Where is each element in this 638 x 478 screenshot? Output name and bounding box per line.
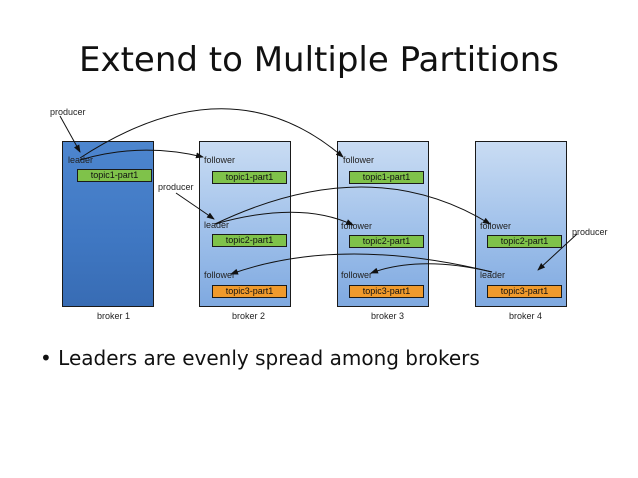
broker-4-label: broker 4 — [509, 311, 543, 321]
broker3-topic2-part: topic2-part1 — [349, 235, 424, 248]
broker-3-label: broker 3 — [371, 311, 405, 321]
broker2-follower-label-2: follower — [204, 270, 236, 280]
broker2-topic3-part: topic3-part1 — [212, 285, 287, 298]
producer3-arrow — [537, 233, 578, 271]
broker1-topic1-part: topic1-part1 — [77, 169, 152, 182]
t1-to-broker2-arrow — [79, 149, 204, 161]
bullet-text: Leaders are evenly spread among brokers — [58, 346, 480, 370]
slide-title: Extend to Multiple Partitions — [78, 40, 559, 80]
t2-to-broker3-arrow — [214, 211, 354, 226]
broker4-follower-label: follower — [480, 221, 512, 231]
producer-label-2: producer — [158, 182, 194, 192]
broker4-topic2-part: topic2-part1 — [487, 235, 562, 248]
broker3-follower-label-1: follower — [343, 155, 375, 165]
broker3-follower-label-3: follower — [341, 270, 373, 280]
broker-1-box — [62, 141, 154, 307]
broker3-topic1-part: topic1-part1 — [349, 171, 424, 184]
producer-label-3: producer — [572, 227, 608, 237]
t3-to-broker2-arrow — [230, 253, 493, 275]
broker-2-box — [199, 141, 291, 307]
broker2-follower-label-1: follower — [204, 155, 236, 165]
broker3-topic3-part: topic3-part1 — [349, 285, 424, 298]
t3-to-broker3-arrow — [370, 263, 493, 274]
bullet-point: • Leaders are evenly spread among broker… — [40, 346, 480, 370]
producer2-arrow — [175, 192, 215, 220]
broker-2-label: broker 2 — [232, 311, 266, 321]
producer-label-1: producer — [50, 107, 86, 117]
t1-to-broker3-arrow — [79, 108, 344, 159]
broker2-leader-label: leader — [204, 220, 230, 230]
t2-to-broker4-arrow — [214, 186, 491, 225]
broker4-leader-label: leader — [480, 270, 506, 280]
broker4-topic3-part: topic3-part1 — [487, 285, 562, 298]
broker2-topic1-part: topic1-part1 — [212, 171, 287, 184]
broker2-topic2-part: topic2-part1 — [212, 234, 287, 247]
broker-1-label: broker 1 — [97, 311, 131, 321]
producer1-arrow — [59, 115, 81, 153]
broker3-follower-label-2: follower — [341, 221, 373, 231]
